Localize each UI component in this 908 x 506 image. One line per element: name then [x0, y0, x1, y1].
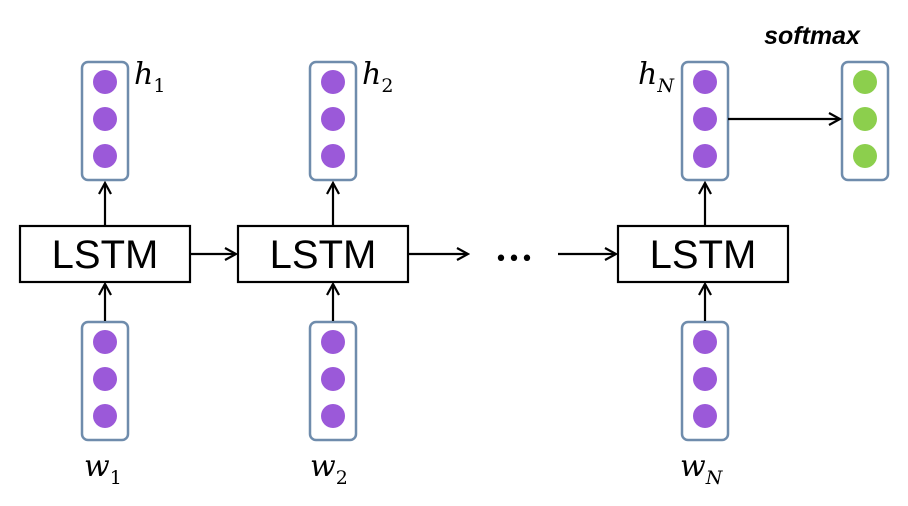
word-dot [93, 367, 117, 391]
word-vector-1 [80, 320, 130, 442]
word-dot [321, 330, 345, 354]
word-dot [693, 367, 717, 391]
hidden-vector-2 [308, 60, 358, 182]
hidden-label-1: h1 [134, 57, 165, 97]
lstm-label: LSTM [52, 233, 159, 277]
lstm-label: LSTM [650, 233, 757, 277]
softmax-dot [853, 144, 877, 168]
hidden-dot [321, 70, 345, 94]
word-vector-2 [308, 320, 358, 442]
softmax-dot [853, 107, 877, 131]
hidden-dot [693, 107, 717, 131]
hidden-dot [93, 107, 117, 131]
lstm-block-1: LSTM [18, 224, 192, 284]
hidden-dot [693, 144, 717, 168]
softmax-dot [853, 70, 877, 94]
hidden-dot [321, 107, 345, 131]
hidden-dot [93, 144, 117, 168]
word-label-n: wN [680, 449, 724, 489]
lstm-block-n: LSTM [616, 224, 790, 284]
lstm-block-2: LSTM [236, 224, 410, 284]
word-dot [93, 404, 117, 428]
softmax-vector [840, 60, 890, 182]
hidden-vector-n [680, 60, 730, 182]
word-dot [693, 330, 717, 354]
hidden-dot [321, 144, 345, 168]
hidden-dot [693, 70, 717, 94]
word-vector-n [680, 320, 730, 442]
word-label-2: w2 [310, 449, 348, 489]
ellipsis: ••• [495, 247, 534, 272]
word-label-1: w1 [84, 449, 122, 489]
hidden-vector-1 [80, 60, 130, 182]
hidden-label-n: hN [638, 57, 675, 97]
word-dot [321, 367, 345, 391]
hidden-label-2: h2 [362, 57, 393, 97]
word-dot [321, 404, 345, 428]
hidden-dot [93, 70, 117, 94]
word-dot [693, 404, 717, 428]
lstm-label: LSTM [270, 233, 377, 277]
softmax-label: softmax [764, 22, 861, 50]
word-dot [93, 330, 117, 354]
